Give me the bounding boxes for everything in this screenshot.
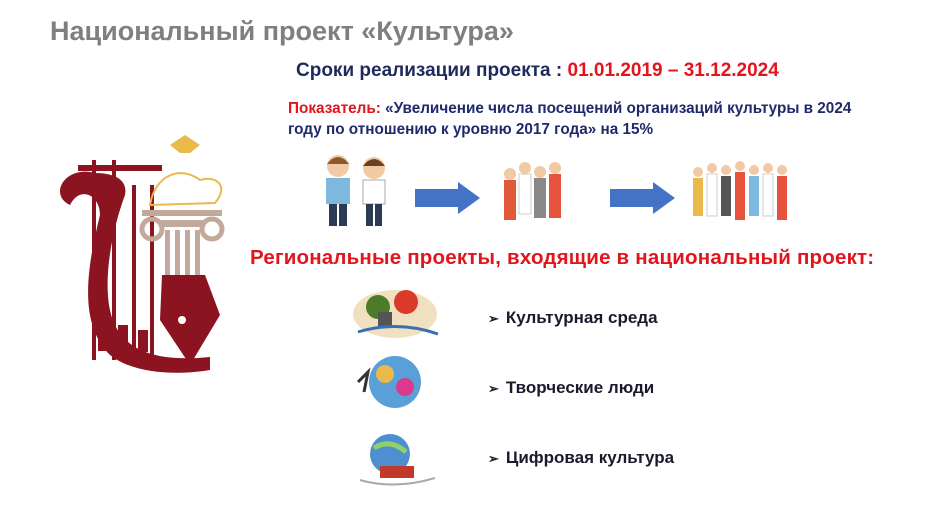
regional-projects-heading: Региональные проекты, входящие в национа… [250, 246, 875, 269]
bullet-arrow-icon: ➢ [488, 381, 499, 396]
regional-project-item: ➢ Цифровая культура [488, 448, 674, 468]
visitors-growth-illustration [326, 155, 787, 226]
item-label: Творческие люди [505, 378, 655, 397]
dates-label: Сроки реализации проекта : [296, 60, 568, 81]
creative-people-icon [356, 356, 421, 408]
large-group-icon [693, 161, 787, 220]
globe-computer-icon [359, 434, 436, 486]
arrow-right-icon [610, 182, 675, 214]
item-label: Цифровая культура [505, 448, 675, 467]
project-dates: Сроки реализации проекта : 01.01.2019 – … [296, 60, 779, 82]
item-label: Культурная среда [505, 308, 658, 327]
regional-project-item: ➢ Культурная среда [488, 308, 658, 328]
culture-logo-icon [60, 135, 225, 373]
indicator-label: Показатель: [288, 100, 381, 117]
small-group-icon [504, 162, 561, 220]
bullet-arrow-icon: ➢ [488, 451, 499, 466]
regional-project-item: ➢ Творческие люди [488, 378, 654, 398]
culture-collage-icon [353, 290, 439, 338]
arrow-right-icon [415, 182, 480, 214]
indicator-text: «Увеличение числа посещений организаций … [288, 100, 852, 138]
bullet-arrow-icon: ➢ [488, 311, 499, 326]
two-people-icon [326, 155, 386, 226]
dates-value: 01.01.2019 – 31.12.2024 [567, 60, 779, 81]
page-title: Национальный проект «Культура» [50, 16, 514, 46]
indicator: Показатель: «Увеличение числа посещений … [288, 98, 888, 140]
